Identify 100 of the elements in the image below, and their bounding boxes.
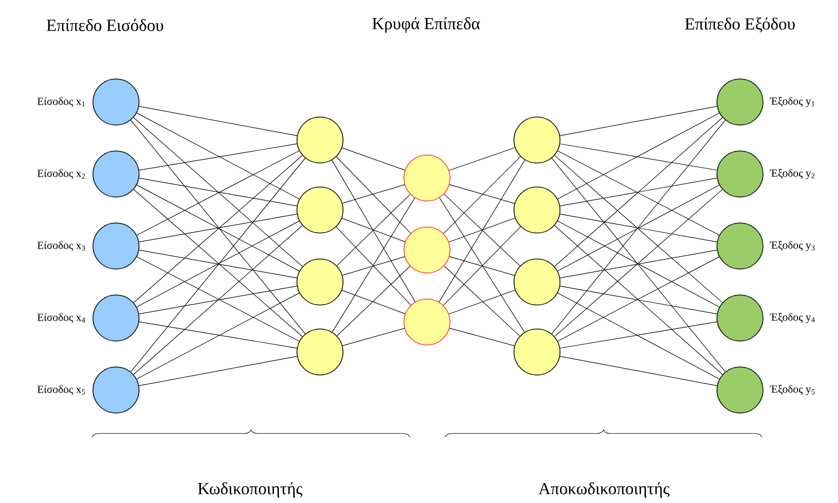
connection-line [138,178,298,206]
connection-line [444,194,520,266]
connection-line [557,220,720,308]
connection-line [557,256,720,342]
connection-line [136,150,300,236]
neuron-circle [716,366,764,414]
connection-line [342,218,406,242]
connection-line [557,184,720,272]
connection-line [138,214,298,242]
neuron-circle [404,154,450,202]
connection-line [136,220,300,308]
neuron-label: Είσοδος x$_{1}$ [37,97,85,107]
connection-line [443,226,521,306]
connection-line [560,214,718,242]
connection-line [138,322,298,348]
neuron-label: Έξοδος y$_{3}$ [770,240,815,252]
neuron-circle [296,328,344,376]
neuron-circle [92,150,140,198]
connection-line [133,189,303,337]
layer-title: Κρυφά Επίπεδα [372,17,480,33]
neuron-circle [296,258,344,306]
neuron-label: Έξοδος y$_{2}$ [770,168,815,180]
connection-line [138,356,298,386]
connection-line [138,250,298,278]
connection-line [560,106,718,136]
connection-line [443,156,521,234]
connection-line [449,256,515,276]
connection-line [551,120,726,334]
connection-line [557,292,720,380]
neuron-circle [716,222,764,270]
connection-line [551,158,726,372]
neuron-circle [296,186,344,234]
connection-line [448,218,516,242]
connection-line [560,356,718,386]
connection-line [560,250,718,278]
connection-line [560,322,718,348]
connection-line [136,112,300,200]
neuron-circle [296,116,344,164]
neuron-circle [514,116,560,164]
connection-line [133,155,303,303]
connection-line [449,328,515,346]
neuron-circle [716,294,764,342]
connection-line [560,144,718,170]
neuron-circle [514,258,560,306]
connection-line [342,328,405,346]
section-label: Αποκωδικοποιητής [538,482,670,498]
connection-line [438,160,526,302]
neuron-circle [92,366,140,414]
connection-line [449,184,515,204]
neuron-label: Έξοδος y$_{1}$ [770,96,814,108]
neuron-label: Είσοδος x$_{5}$ [37,385,85,395]
connection-line [439,197,525,333]
connection-line [560,286,718,314]
connection-line [342,290,406,314]
neuron-circle [404,298,450,346]
section-label: Κωδικοποιητής [198,482,302,498]
connection-line [336,194,411,266]
connection-line [557,150,720,236]
neuron-label: Έξοδος y$_{4}$ [770,312,815,324]
connection-line [138,106,298,136]
connection-line [336,226,412,306]
connection-line [130,158,306,372]
neuron-circle [716,78,764,126]
neuron-circle [404,226,450,274]
connection-line [342,148,406,170]
connection-line [554,189,723,337]
neuron-label: Είσοδος x$_{4}$ [37,313,86,323]
neuron-circle [92,78,140,126]
connection-line [332,198,416,332]
connection-line [554,225,723,375]
connection-line [342,184,405,204]
neuron-circle [92,222,140,270]
neuron-circle [514,328,560,376]
connection-line [554,155,723,303]
connection-line [130,120,306,334]
neuron-label: Έξοδος y$_{5}$ [770,384,815,396]
connection-line [560,178,718,206]
connection-line [448,290,516,314]
connection-line [342,256,405,276]
neuron-label: Είσοδος x$_{2}$ [37,169,85,179]
connection-line [336,156,411,234]
connection-line [554,117,723,267]
connection-line [336,266,410,336]
layer-title: Επίπεδο Εισόδου [46,18,164,32]
connection-line [133,225,303,375]
connection-line [557,112,720,200]
neuron-circle [716,150,764,198]
connection-line [136,184,300,272]
connection-line [138,286,298,314]
connection-line [444,266,520,336]
connection-line [448,147,516,171]
connection-line [332,160,416,302]
neuron-circle [514,186,560,234]
connection-line [136,256,300,342]
layer-title: Επίπεδο Εξόδου [685,18,795,32]
neuron-circle [92,294,140,342]
neuron-label: Είσοδος x$_{3}$ [37,241,85,251]
connection-line [136,292,300,380]
connection-line [133,117,303,267]
connection-line [138,144,298,170]
